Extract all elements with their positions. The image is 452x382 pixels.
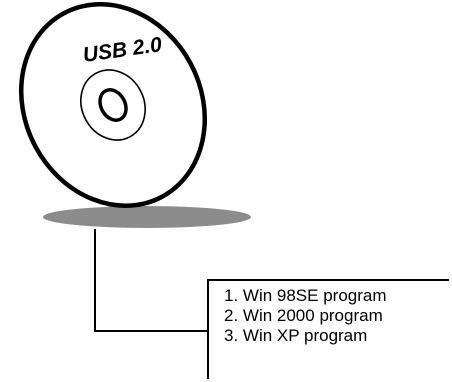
disc-middle-ring xyxy=(80,69,146,141)
connector-line xyxy=(94,229,208,332)
menu-item-win98se[interactable]: 1. Win 98SE program xyxy=(224,286,387,305)
cd-disc-icon xyxy=(18,2,208,208)
disc-shadow xyxy=(43,206,251,228)
menu-item-winxp[interactable]: 3. Win XP program xyxy=(224,326,368,345)
disc-outer-ring xyxy=(18,2,208,208)
disc-center-hole xyxy=(98,88,128,122)
menu-item-win2000[interactable]: 2. Win 2000 program xyxy=(224,306,383,325)
program-menu-box: 1. Win 98SE program 2. Win 2000 program … xyxy=(207,279,449,379)
program-list: 1. Win 98SE program 2. Win 2000 program … xyxy=(224,286,449,346)
